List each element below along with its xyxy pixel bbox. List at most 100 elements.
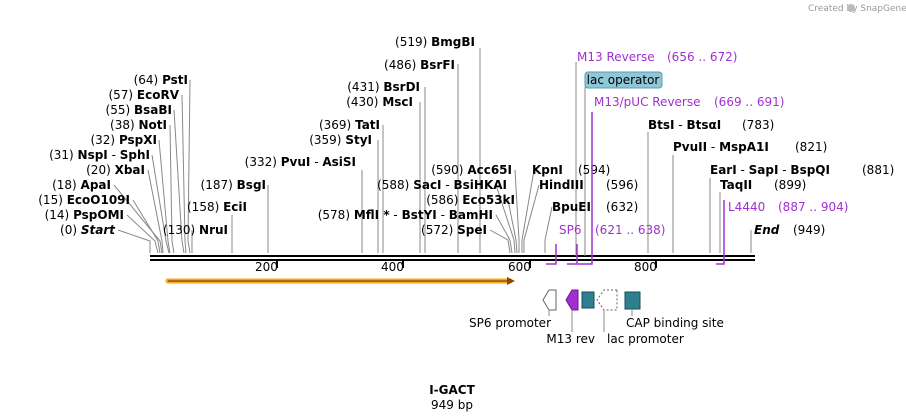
site-acc65i: Acc65I: [467, 163, 512, 177]
m13-rev-icon: [565, 289, 579, 311]
site-bsihkai: BsiHKAI: [454, 178, 508, 192]
site-num: (519): [395, 35, 427, 49]
axis-label-200: 200: [255, 260, 278, 274]
site-mspa1i: MspA1I: [719, 140, 769, 154]
site-num: (588): [377, 178, 409, 192]
site-num: (821): [795, 140, 827, 154]
svg-text:(586) Eco53kI: (586) Eco53kI: [426, 193, 515, 207]
svg-text:(38) NotI: (38) NotI: [110, 118, 167, 132]
lac-operator-box: [584, 71, 663, 89]
site-num: (20): [86, 163, 111, 177]
site-end: End: [754, 223, 780, 237]
enzymes-mid: (130) NruI (158) EciI (187) BsgI (332) P…: [163, 35, 515, 237]
site-bsrdi: BsrDI: [383, 80, 420, 94]
site-sphi: SphI: [120, 148, 150, 162]
orf-arrow: [165, 277, 515, 285]
site-msci: MscI: [382, 95, 413, 109]
site-num: (369): [319, 118, 351, 132]
site-num: (0): [60, 223, 77, 237]
site-num: (632): [606, 200, 638, 214]
svg-text:(55) BsaBI: (55) BsaBI: [106, 103, 172, 117]
site-psti: PstI: [162, 73, 188, 87]
site-styi: StyI: [345, 133, 372, 147]
site-pvui: PvuI: [281, 155, 311, 169]
site-apai: ApaI: [81, 178, 111, 192]
site-bpuei: BpuEI: [552, 200, 591, 214]
map-title: I-GACT: [429, 383, 475, 397]
axis-label-400: 400: [381, 260, 404, 274]
site-eco53ki: Eco53kI: [462, 193, 515, 207]
site-ecii: EciI: [223, 200, 247, 214]
enzymes-right: KpnI (594) HindIII (596) BpuEI (632) Bts…: [532, 118, 894, 237]
cap-binding-site-label: CAP binding site: [626, 316, 724, 330]
site-num: (32): [90, 133, 115, 147]
site-num: (578): [318, 208, 350, 222]
svg-text:(590) Acc65I: (590) Acc65I: [431, 163, 512, 177]
axis-label-600: 600: [508, 260, 531, 274]
site-num: (15): [38, 193, 63, 207]
site-num: (486): [384, 58, 416, 72]
site-bsrfi: BsrFI: [420, 58, 455, 72]
site-tati: TatI: [355, 118, 380, 132]
site-num: (899): [774, 178, 806, 192]
svg-text:BtsI - BtsαI (783): BtsI - BtsαI (783): [648, 118, 774, 132]
lac-promoter-label: lac promoter: [607, 332, 684, 346]
svg-text:(369) TatI: (369) TatI: [319, 118, 380, 132]
site-bmgbi: BmgBI: [431, 35, 475, 49]
svg-text:(130) NruI: (130) NruI: [163, 223, 228, 237]
site-taqii: TaqII: [720, 178, 752, 192]
site-pspomi: PspOMI: [73, 208, 124, 222]
primer-arrows: [546, 112, 725, 265]
svg-text:(332) PvuI - AsiSI: (332) PvuI - AsiSI: [245, 155, 356, 169]
site-num: (14): [45, 208, 70, 222]
lac-operator-label: lac operator: [587, 73, 660, 87]
site-bsabi: BsaBI: [134, 103, 172, 117]
brand-label: Created by SnapGene: [808, 4, 906, 14]
site-num: (158): [187, 200, 219, 214]
site-noti: NotI: [139, 118, 168, 132]
svg-text:(430) MscI: (430) MscI: [346, 95, 413, 109]
primer-l4440: L4440(887 .. 904): [728, 200, 848, 214]
site-num: (55): [106, 103, 131, 117]
primer-m13-puc-reverse: M13/pUC Reverse(669 .. 691): [594, 95, 784, 109]
site-num: (130): [163, 223, 195, 237]
site-kpni: KpnI: [532, 163, 563, 177]
snapgene-logo-icon: [847, 4, 855, 12]
svg-text:(187) BsgI: (187) BsgI: [201, 178, 266, 192]
cap-binding-site-icon: [624, 291, 641, 310]
site-nspi: NspI: [78, 148, 108, 162]
site-num: (332): [245, 155, 277, 169]
svg-text:(578) MflI * - BstYI - BamHI: (578) MflI * - BstYI - BamHI: [318, 208, 493, 222]
svg-text:End (949): End (949): [754, 223, 825, 237]
svg-text:KpnI (594): KpnI (594): [532, 163, 610, 177]
lac-promoter-icon: [596, 289, 618, 311]
svg-text:HindIII (596): HindIII (596): [539, 178, 638, 192]
enzymes-left: (0) Start (14) PspOMI (15) EcoO109I (18)…: [38, 73, 188, 237]
site-num: (586): [426, 193, 458, 207]
enzyme-leaders: [113, 48, 752, 256]
site-num: (64): [134, 73, 159, 87]
site-sapi: SapI: [749, 163, 779, 177]
site-start: Start: [81, 223, 116, 237]
site-num: (38): [110, 118, 135, 132]
site-num: (31): [49, 148, 74, 162]
svg-text:(64) PstI: (64) PstI: [134, 73, 188, 87]
svg-text:(15) EcoO109I: (15) EcoO109I: [38, 193, 130, 207]
primer-m13-reverse: M13 Reverse(656 .. 672): [577, 50, 737, 64]
svg-text:(359) StyI: (359) StyI: [309, 133, 372, 147]
svg-text:(57) EcoRV: (57) EcoRV: [108, 88, 179, 102]
site-num: (590): [431, 163, 463, 177]
site-num: (881): [862, 163, 894, 177]
site-btsai: BtsαI: [686, 118, 721, 132]
svg-text:(31) NspI - SphI: (31) NspI - SphI: [49, 148, 150, 162]
site-ecoo109i: EcoO109I: [67, 193, 130, 207]
site-spei: SpeI: [457, 223, 487, 237]
site-saci: SacI: [413, 178, 441, 192]
site-bspqi: BspQI: [790, 163, 830, 177]
svg-text:(519) BmgBI: (519) BmgBI: [395, 35, 475, 49]
svg-text:EarI - SapI - BspQI (881): EarI - SapI - BspQI (881): [710, 163, 894, 177]
site-num: (359): [309, 133, 341, 147]
sp6-promoter-label: SP6 promoter: [469, 316, 551, 330]
svg-text:(32) PspXI: (32) PspXI: [90, 133, 157, 147]
